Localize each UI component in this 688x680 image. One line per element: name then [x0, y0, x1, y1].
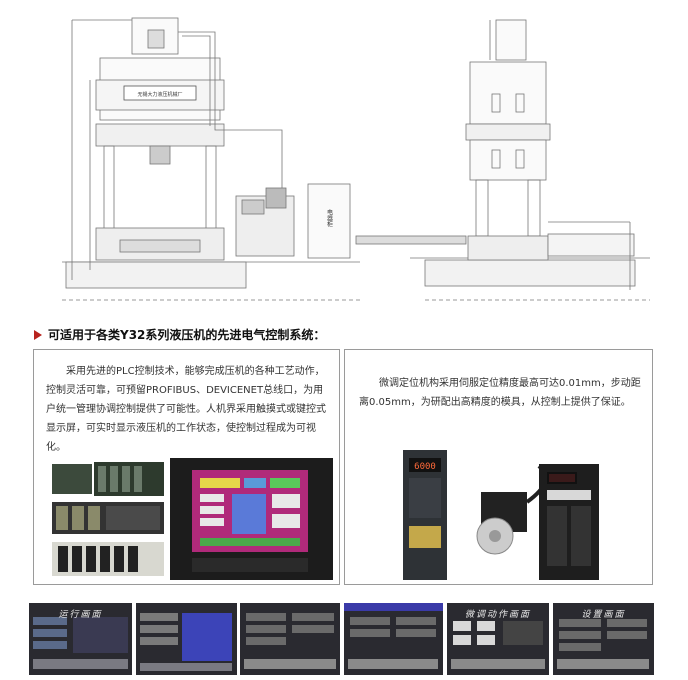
section-heading: 可适用于各类Y32系列液压机的先进电气控制系统：: [34, 326, 654, 346]
cabinet-label: 电器柜: [326, 208, 333, 228]
press-technical-drawing: 无锡大力液压机械厂 电器柜: [0, 0, 688, 318]
plc-modules-photo: [48, 458, 168, 580]
hmi-screen-1-title-wrap: 运行画面: [29, 603, 132, 675]
touch-screen-photo: [170, 458, 333, 580]
servo-positioning-panel: 微调定位机构采用伺服定位精度最高可达0.01mm，步动距离0.05mm，为研配出…: [344, 349, 653, 585]
hmi-screen-1: [29, 603, 132, 675]
servo-description: 微调定位机构采用伺服定位精度最高可达0.01mm，步动距离0.05mm，为研配出…: [359, 378, 641, 408]
hmi-screen-6-title: 设置画面: [581, 610, 626, 620]
hmi-screen-3: [240, 603, 340, 675]
hmi-screen-5-title: 微调动作画面: [464, 610, 531, 620]
plc-description: 采用先进的PLC控制技术，能够完成压机的各种工艺动作，控制灵活可靠，可预留PRO…: [46, 366, 326, 453]
hmi-screen-5-title-wrap: 微调动作画面: [447, 603, 549, 675]
hmi-screen-4: [344, 603, 443, 675]
hmi-screen-6: [553, 603, 654, 675]
triangle-bullet-icon: [34, 330, 42, 340]
hmi-screen-5: [447, 603, 549, 675]
drive-display-readout: 6000: [414, 462, 436, 472]
hmi-screen-1-title: 运行画面: [58, 610, 103, 620]
section-heading-text: 可适用于各类Y32系列液压机的先进电气控制系统：: [48, 328, 326, 342]
hmi-screen-6-title-wrap: 设置画面: [553, 603, 654, 675]
factory-label: 无锡大力液压机械厂: [137, 91, 182, 98]
servo-drive-photo: 6000: [399, 446, 603, 584]
plc-control-panel: 采用先进的PLC控制技术，能够完成压机的各种工艺动作，控制灵活可靠，可预留PRO…: [33, 349, 340, 585]
hmi-screen-2: [136, 603, 237, 675]
